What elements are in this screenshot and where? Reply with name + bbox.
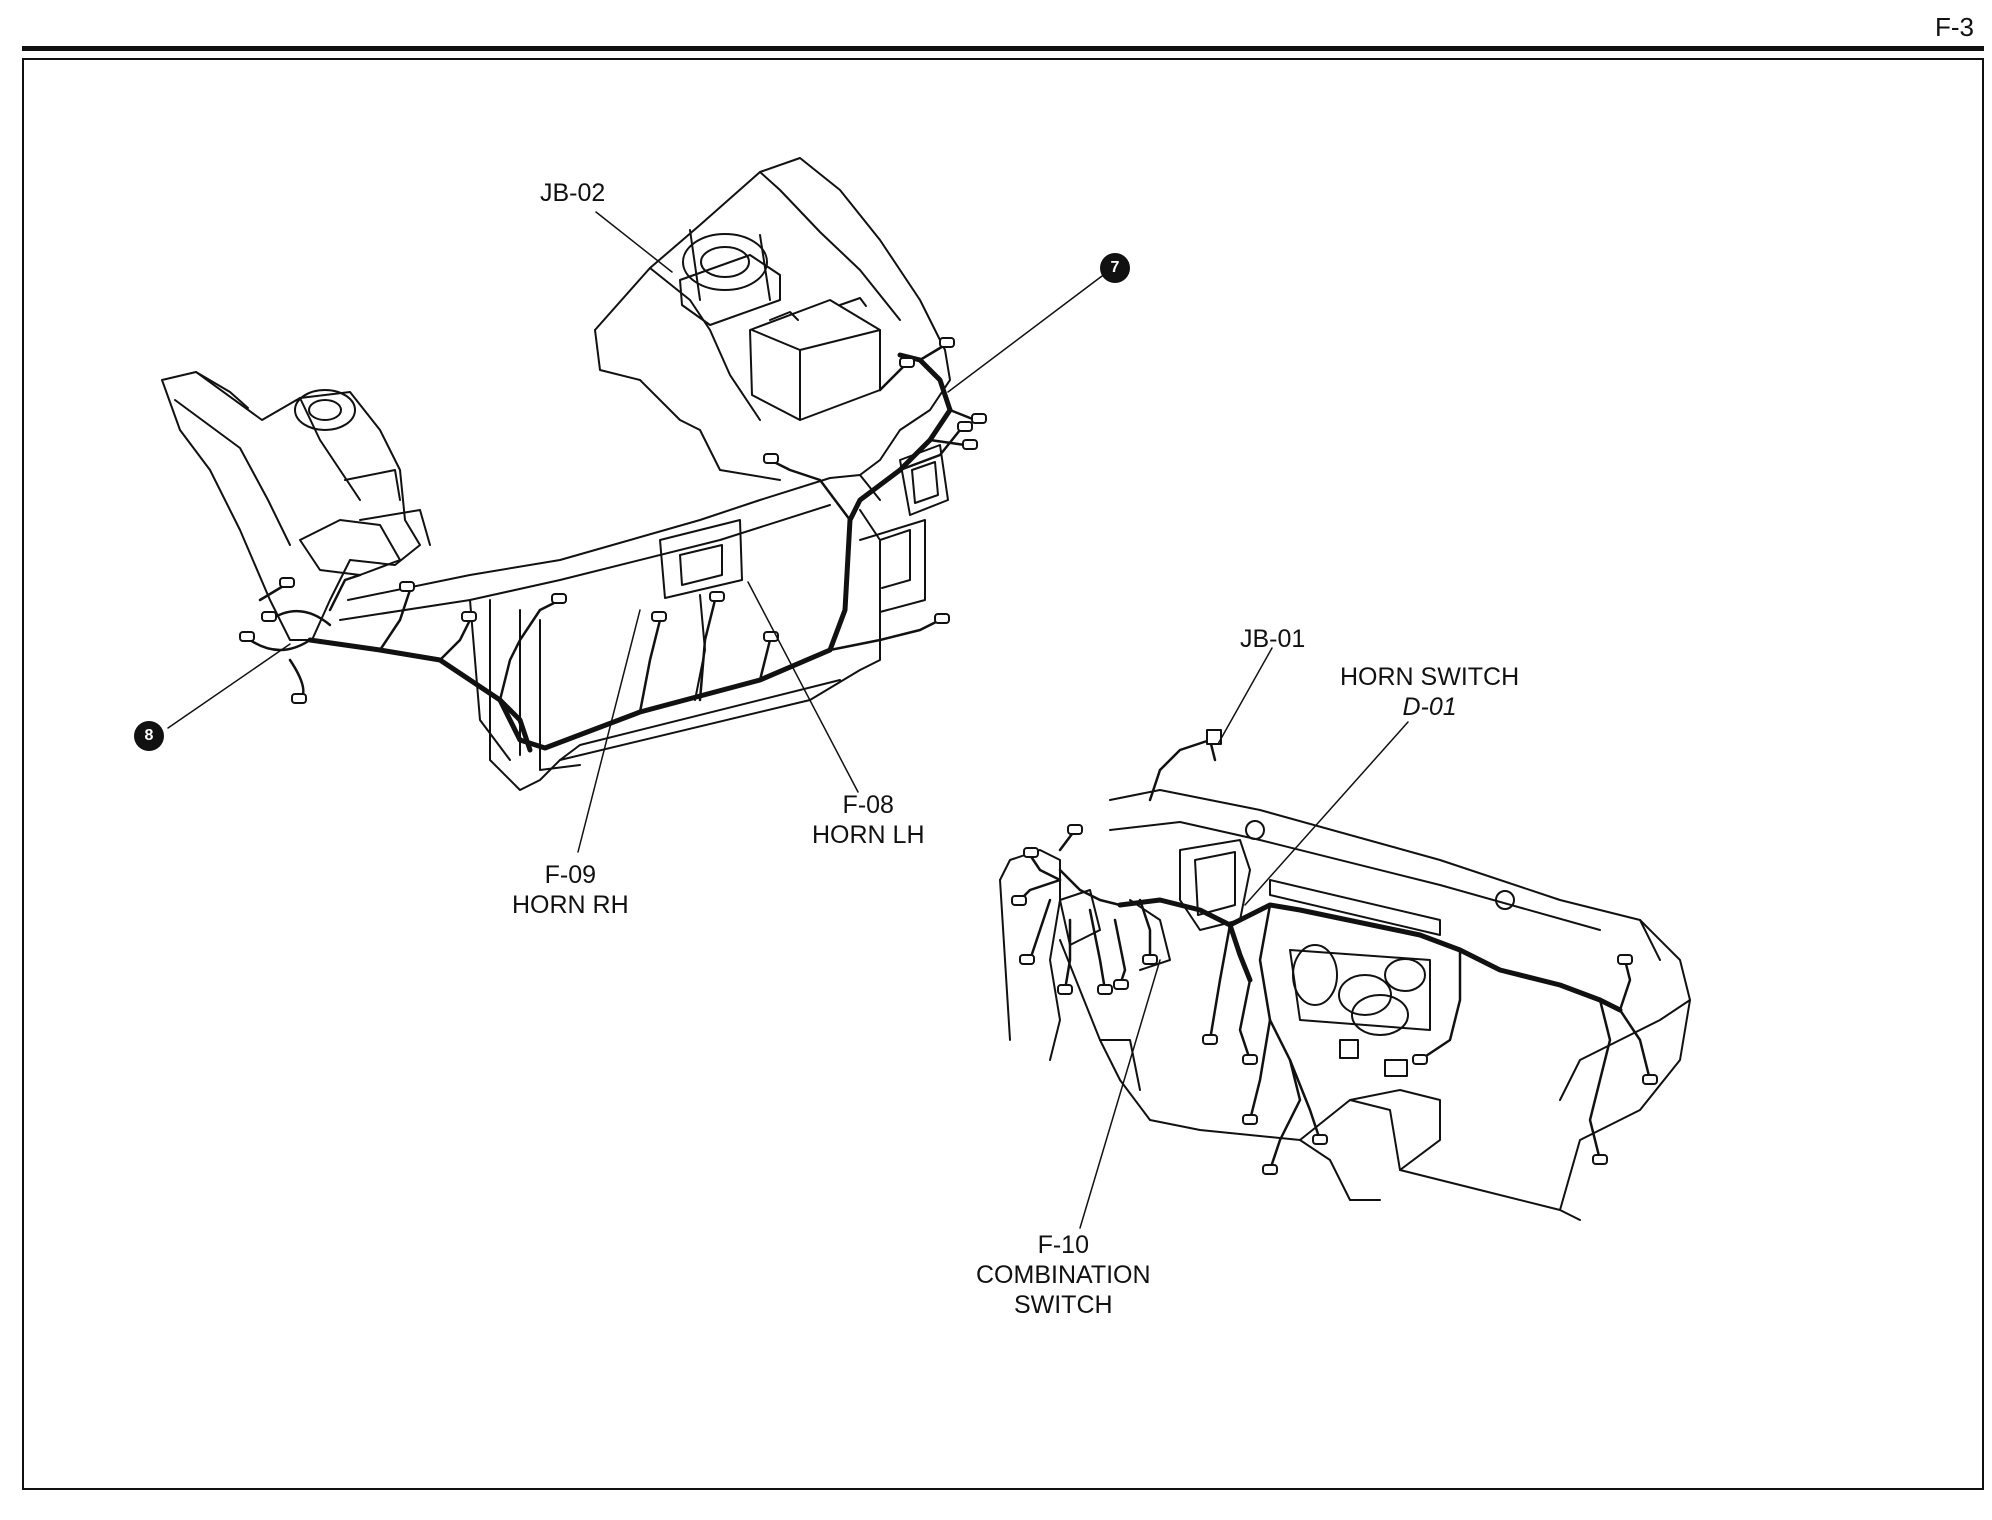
engine-harness-branches bbox=[248, 343, 977, 714]
leader-callout-8 bbox=[167, 643, 291, 729]
page-number: F-3 bbox=[1935, 12, 1974, 42]
label-f-10-name-line2: SWITCH bbox=[1013, 1291, 1113, 1319]
dash-connectors bbox=[1011, 729, 1658, 1175]
label-f-09-name: HORN RH bbox=[512, 891, 629, 919]
instrument-panel-illustration bbox=[999, 789, 1691, 1221]
label-f-08-horn-lh: F-08 HORN LH bbox=[812, 790, 925, 850]
label-jb-02-code: JB-02 bbox=[540, 179, 606, 207]
label-jb-01-code: JB-01 bbox=[1240, 625, 1306, 653]
label-f-08-name: HORN LH bbox=[812, 821, 925, 849]
engine-harness bbox=[307, 352, 953, 753]
leader-callout-7 bbox=[947, 275, 1103, 393]
leader-horn-switch bbox=[1244, 721, 1409, 906]
leader-jb02 bbox=[595, 211, 673, 273]
label-horn-switch-name: HORN SWITCH bbox=[1340, 663, 1520, 691]
label-f-10-combination-switch: F-10 COMBINATION SWITCH bbox=[976, 1230, 1151, 1320]
header-rule bbox=[22, 46, 1984, 51]
engine-connectors bbox=[239, 337, 987, 704]
leader-lines bbox=[167, 211, 1409, 1229]
leader-f08 bbox=[747, 581, 859, 793]
label-f-09-horn-rh: F-09 HORN RH bbox=[512, 860, 629, 920]
label-f-10-code: F-10 bbox=[1037, 1231, 1089, 1259]
label-f-10-name-line1: COMBINATION bbox=[976, 1261, 1151, 1289]
diagram-frame bbox=[22, 58, 1984, 1490]
dash-harness-branches bbox=[1018, 738, 1652, 1172]
leader-f09 bbox=[577, 609, 641, 853]
callout-marker-7: 7 bbox=[1100, 253, 1130, 283]
callout-marker-8: 8 bbox=[134, 721, 164, 751]
label-f-09-code: F-09 bbox=[544, 861, 597, 889]
dash-harness bbox=[1117, 897, 1623, 1013]
label-horn-switch-d-01: HORN SWITCH D-01 bbox=[1340, 662, 1519, 722]
leader-f10 bbox=[1079, 959, 1161, 1229]
label-jb-01: JB-01 bbox=[1240, 624, 1305, 654]
label-f-08-code: F-08 bbox=[842, 791, 894, 819]
label-jb-02: JB-02 bbox=[540, 178, 605, 208]
label-horn-switch-code: D-01 bbox=[1402, 693, 1457, 721]
leader-jb01 bbox=[1217, 647, 1273, 745]
engine-compartment-illustration bbox=[161, 157, 951, 791]
